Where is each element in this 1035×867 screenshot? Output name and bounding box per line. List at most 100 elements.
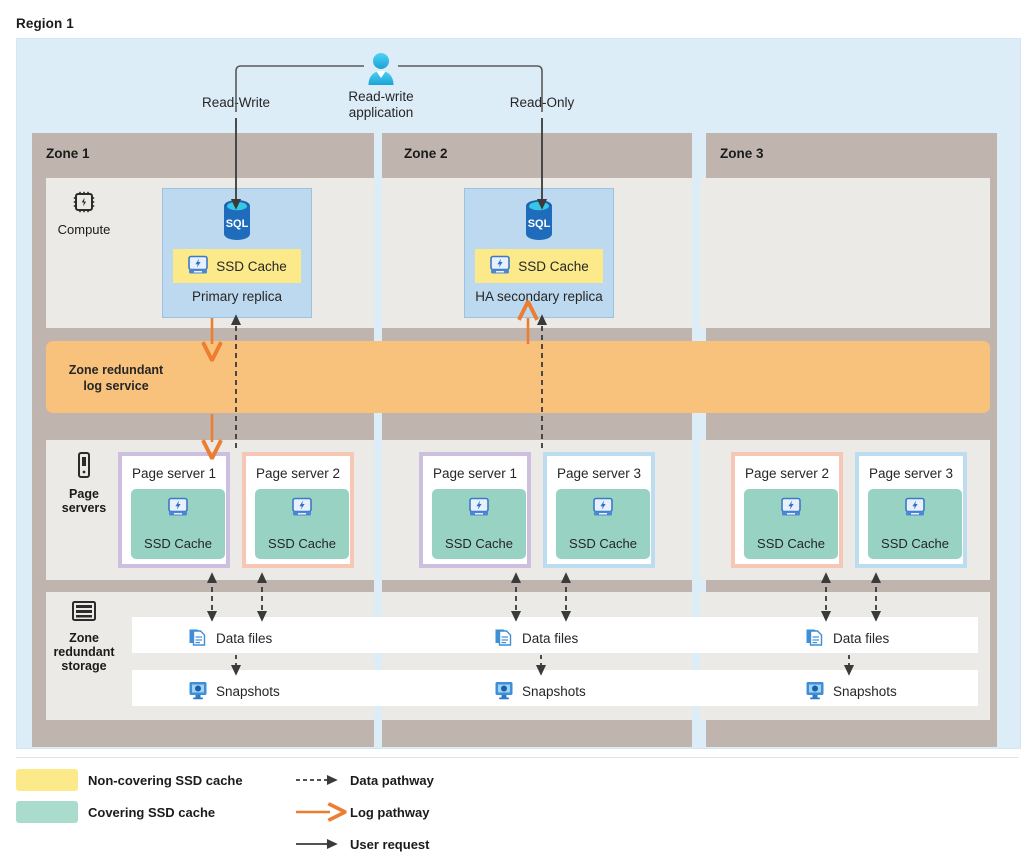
data-files-icon — [805, 627, 825, 650]
svg-text:SQL: SQL — [226, 218, 249, 230]
snapshots-cell[interactable]: Snapshots — [494, 680, 586, 703]
ssd-cache-icon — [187, 255, 209, 278]
page-server-card[interactable]: Page server 1 SSD Cache — [118, 452, 230, 568]
legend-label-covering: Covering SSD cache — [88, 805, 216, 820]
legend-label-log-pathway: Log pathway — [350, 805, 430, 820]
ssd-cache-label: SSD Cache — [518, 258, 589, 274]
ssd-cache-label: SSD Cache — [569, 536, 637, 551]
page-server-title: Page server 3 — [556, 466, 642, 481]
legend-swatch-non-covering — [16, 769, 78, 791]
zone-gap-pages-a — [374, 440, 382, 580]
svg-text:SQL: SQL — [528, 218, 551, 230]
legend-label-non-covering: Non-covering SSD cache — [88, 773, 243, 788]
primary-replica-box[interactable]: SQL SSD Cache Primary replica — [162, 188, 312, 318]
page-server-title: Page server 3 — [868, 466, 954, 481]
zone-gap-compute-b — [692, 178, 700, 328]
ssd-cache-icon — [468, 497, 490, 522]
log-service-band — [46, 341, 990, 413]
zone-gap-compute-a — [374, 178, 382, 328]
read-write-label: Read-Write — [201, 95, 271, 110]
covering-cache-box: SSD Cache — [744, 489, 838, 559]
legend-label-user-request: User request — [350, 837, 430, 852]
ssd-cache-label: SSD Cache — [881, 536, 949, 551]
storage-caption-line2: redundant — [53, 645, 115, 659]
page-server-card[interactable]: Page server 1 SSD Cache — [419, 452, 531, 568]
page-servers-row-label: Page servers — [45, 452, 123, 515]
sql-database-icon: SQL — [522, 198, 556, 249]
data-files-label: Data files — [833, 631, 890, 646]
ssd-cache-badge: SSD Cache — [173, 249, 301, 283]
application-label-line2: application — [348, 105, 414, 120]
storage-row-caption: Zone redundant storage — [45, 631, 123, 673]
page-server-card[interactable]: Page server 3 SSD Cache — [543, 452, 655, 568]
page-server-card[interactable]: Page server 3 SSD Cache — [855, 452, 967, 568]
covering-cache-box: SSD Cache — [255, 489, 349, 559]
log-service-label-line1: Zone redundant — [68, 363, 164, 377]
snapshots-row — [132, 670, 978, 706]
covering-cache-box: SSD Cache — [432, 489, 526, 559]
snapshots-cell[interactable]: Snapshots — [805, 680, 897, 703]
ssd-cache-icon — [780, 497, 802, 522]
page-server-title: Page server 2 — [744, 466, 830, 481]
zone-gap-pages-b — [692, 440, 700, 580]
ssd-cache-icon — [167, 497, 189, 522]
snapshots-icon — [494, 680, 514, 703]
compute-row-caption: Compute — [57, 222, 111, 237]
legend-divider — [16, 757, 1019, 758]
snapshots-label: Snapshots — [216, 684, 280, 699]
snapshots-icon — [188, 680, 208, 703]
cpu-chip-icon — [72, 191, 96, 218]
page-server-title: Page server 2 — [255, 466, 341, 481]
snapshots-icon — [805, 680, 825, 703]
ssd-cache-label: SSD Cache — [144, 536, 212, 551]
storage-row-label: Zone redundant storage — [45, 600, 123, 673]
ssd-cache-label: SSD Cache — [757, 536, 825, 551]
zone-gap-storage-b — [692, 592, 700, 720]
log-service-label: Zone redundant log service — [56, 362, 176, 394]
ssd-cache-icon — [291, 497, 313, 522]
data-files-row — [132, 617, 978, 653]
zone-title-3: Zone 3 — [720, 146, 764, 161]
storage-stack-icon — [71, 601, 97, 626]
region-title: Region 1 — [16, 16, 74, 31]
data-files-cell[interactable]: Data files — [188, 627, 272, 650]
page-servers-row-caption: Page servers — [45, 487, 123, 515]
user-icon — [365, 52, 397, 86]
page-server-title: Page server 1 — [432, 466, 518, 481]
legend-label-data-pathway: Data pathway — [350, 773, 434, 788]
application-label: Read-write application — [318, 89, 444, 121]
log-service-label-line2: log service — [83, 379, 149, 393]
primary-replica-caption: Primary replica — [191, 289, 283, 304]
zone-title-2: Zone 2 — [404, 146, 448, 161]
compute-row-label: Compute — [45, 190, 123, 237]
snapshots-label: Snapshots — [522, 684, 586, 699]
data-files-cell[interactable]: Data files — [494, 627, 578, 650]
ssd-cache-icon — [489, 255, 511, 278]
application-label-line1: Read-write — [348, 89, 414, 104]
sql-database-icon: SQL — [220, 198, 254, 249]
read-only-label: Read-Only — [509, 95, 575, 110]
page-server-card[interactable]: Page server 2 SSD Cache — [731, 452, 843, 568]
covering-cache-box: SSD Cache — [868, 489, 962, 559]
data-files-icon — [188, 627, 208, 650]
page-servers-caption-line1: Page — [69, 487, 99, 501]
data-files-cell[interactable]: Data files — [805, 627, 889, 650]
data-files-icon — [494, 627, 514, 650]
ssd-cache-icon — [904, 497, 926, 522]
page-server-icon — [74, 452, 94, 482]
page-servers-caption-line2: servers — [61, 501, 107, 515]
ssd-cache-icon — [592, 497, 614, 522]
ha-secondary-replica-caption: HA secondary replica — [475, 289, 603, 304]
snapshots-cell[interactable]: Snapshots — [188, 680, 280, 703]
snapshots-label: Snapshots — [833, 684, 897, 699]
ha-secondary-replica-box[interactable]: SQL SSD Cache HA secondary replica — [464, 188, 614, 318]
data-files-label: Data files — [522, 631, 579, 646]
covering-cache-box: SSD Cache — [131, 489, 225, 559]
data-files-label: Data files — [216, 631, 273, 646]
ssd-cache-label: SSD Cache — [268, 536, 336, 551]
page-server-title: Page server 1 — [131, 466, 217, 481]
legend-swatch-covering — [16, 801, 78, 823]
page-server-card[interactable]: Page server 2 SSD Cache — [242, 452, 354, 568]
ssd-cache-badge: SSD Cache — [475, 249, 603, 283]
